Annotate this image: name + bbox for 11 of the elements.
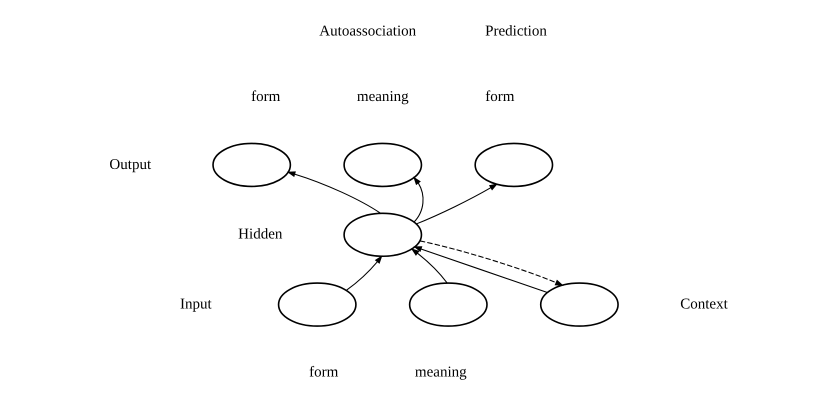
node-label: form bbox=[309, 364, 338, 380]
label: Autoassociation bbox=[319, 24, 416, 40]
label: Input bbox=[180, 296, 212, 313]
label: Output bbox=[109, 156, 152, 173]
label: Prediction bbox=[485, 24, 547, 40]
label: Context bbox=[680, 296, 728, 313]
node-label: meaning bbox=[414, 364, 467, 380]
node-label: form bbox=[485, 89, 514, 106]
node-label: form bbox=[251, 89, 280, 106]
label: Hidden bbox=[238, 226, 282, 243]
node-label: meaning bbox=[356, 89, 409, 106]
